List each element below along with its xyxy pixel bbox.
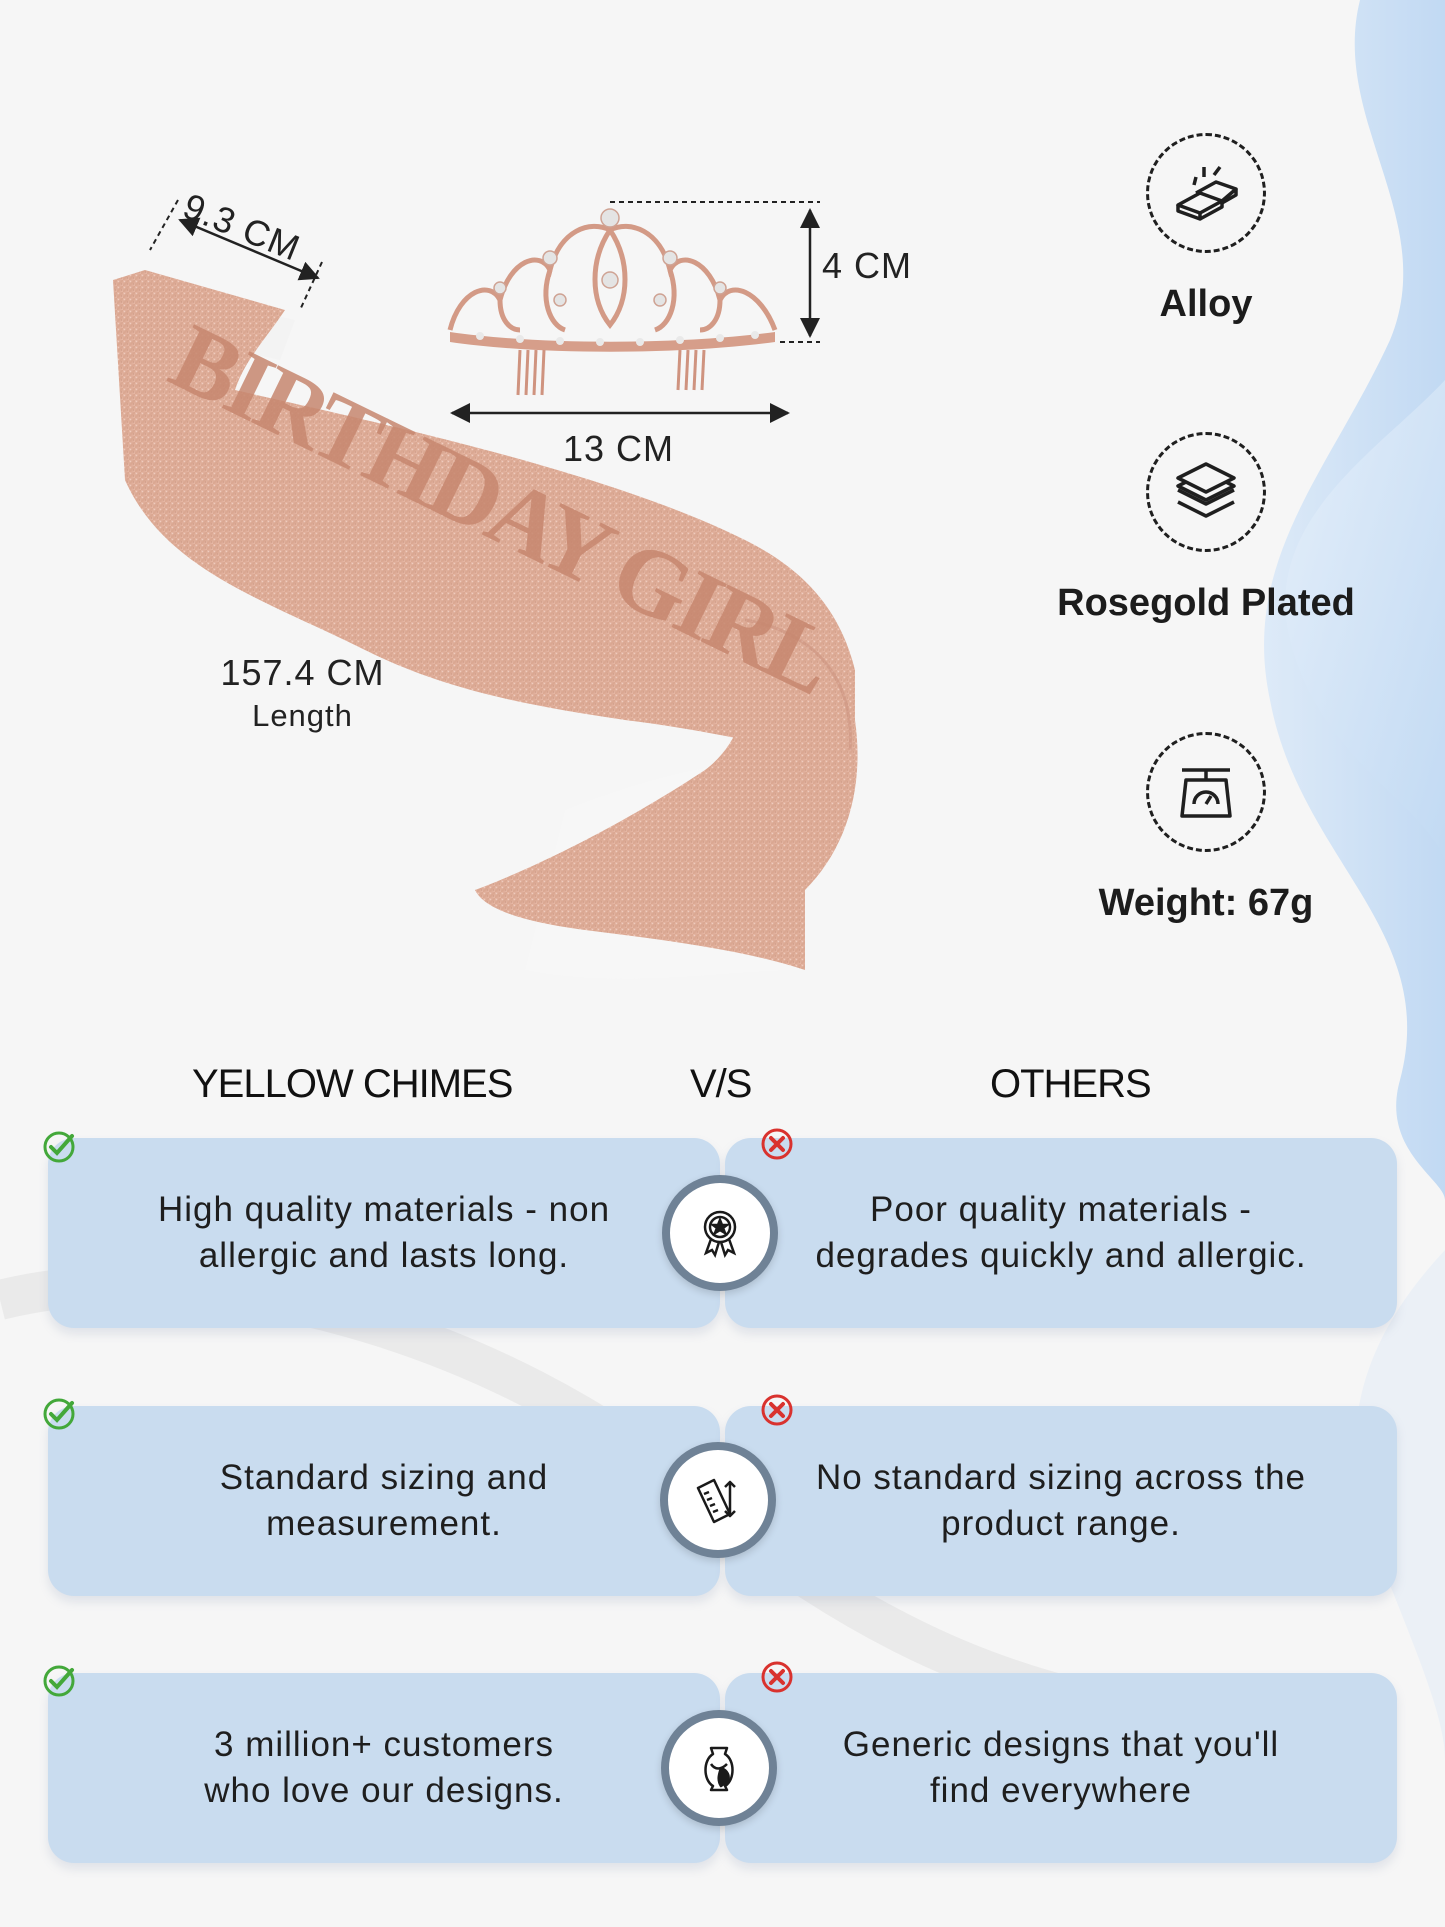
cross-icon bbox=[761, 1394, 793, 1426]
feature-alloy: Alloy bbox=[1026, 133, 1386, 326]
check-icon bbox=[43, 1665, 75, 1697]
card-text: High quality materials - non allergic an… bbox=[158, 1187, 610, 1279]
card-text: Standard sizing and measurement. bbox=[220, 1455, 548, 1547]
cross-icon bbox=[761, 1128, 793, 1160]
birthday-sash-image: BIRTHDAY GIRL bbox=[113, 270, 858, 979]
card-text-line: measurement. bbox=[266, 1504, 502, 1543]
cross-icon bbox=[761, 1661, 793, 1693]
card-text-line: Poor quality materials - bbox=[870, 1190, 1252, 1229]
feature-label: Rosegold Plated bbox=[1057, 582, 1355, 624]
check-icon bbox=[43, 1398, 75, 1430]
feature-rosegold-plated: Rosegold Plated bbox=[1026, 432, 1386, 625]
card-text-line: Standard sizing and bbox=[219, 1458, 549, 1497]
tiara-image bbox=[447, 208, 778, 396]
sash-length-value: 157.4 CM bbox=[220, 652, 385, 693]
card-text-line: 3 million+ customers bbox=[214, 1725, 554, 1764]
heading-vs: V/S bbox=[690, 1062, 752, 1106]
others-card: Poor quality materials - degrades quickl… bbox=[725, 1138, 1397, 1328]
card-text: Generic designs that you'll find everywh… bbox=[843, 1722, 1279, 1814]
card-text-line: allergic and lasts long. bbox=[198, 1236, 570, 1275]
vase-design-icon bbox=[661, 1710, 777, 1826]
dimension-lines bbox=[149, 199, 820, 423]
heading-yellow-chimes: YELLOW CHIMES bbox=[192, 1062, 513, 1106]
feature-weight: Weight: 67g bbox=[1026, 732, 1386, 925]
sash-length: 157.4 CM Length bbox=[200, 652, 405, 734]
tiara-width-label: 13 CM bbox=[563, 428, 675, 469]
check-icon bbox=[43, 1131, 75, 1163]
card-text-line: No standard sizing across the bbox=[815, 1458, 1307, 1497]
yellow-chimes-card: Standard sizing and measurement. bbox=[48, 1406, 720, 1596]
weighing-scale-icon bbox=[1146, 732, 1266, 852]
card-text: No standard sizing across the product ra… bbox=[816, 1455, 1306, 1547]
layers-icon bbox=[1146, 432, 1266, 552]
quality-badge-icon bbox=[662, 1175, 778, 1291]
card-text: Poor quality materials - degrades quickl… bbox=[815, 1187, 1306, 1279]
others-card: Generic designs that you'll find everywh… bbox=[725, 1673, 1397, 1863]
feature-label: Weight: 67g bbox=[1098, 882, 1314, 924]
card-text-line: product range. bbox=[941, 1504, 1181, 1543]
tiara-height-label: 4 CM bbox=[822, 245, 913, 286]
card-text-line: High quality materials - non bbox=[157, 1190, 611, 1229]
ruler-icon bbox=[660, 1442, 776, 1558]
card-text: 3 million+ customers who love our design… bbox=[204, 1722, 564, 1814]
feature-label: Alloy bbox=[1159, 283, 1253, 325]
gold-bars-icon bbox=[1146, 133, 1266, 253]
yellow-chimes-card: 3 million+ customers who love our design… bbox=[48, 1673, 720, 1863]
yellow-chimes-card: High quality materials - non allergic an… bbox=[48, 1138, 720, 1328]
card-text-line: degrades quickly and allergic. bbox=[815, 1236, 1307, 1275]
others-card: No standard sizing across the product ra… bbox=[725, 1406, 1397, 1596]
card-text-line: who love our designs. bbox=[204, 1771, 564, 1810]
sash-length-label: Length bbox=[252, 698, 353, 733]
card-text-line: Generic designs that you'll bbox=[842, 1725, 1280, 1764]
heading-others: OTHERS bbox=[990, 1062, 1152, 1106]
card-text-line: find everywhere bbox=[929, 1771, 1193, 1810]
